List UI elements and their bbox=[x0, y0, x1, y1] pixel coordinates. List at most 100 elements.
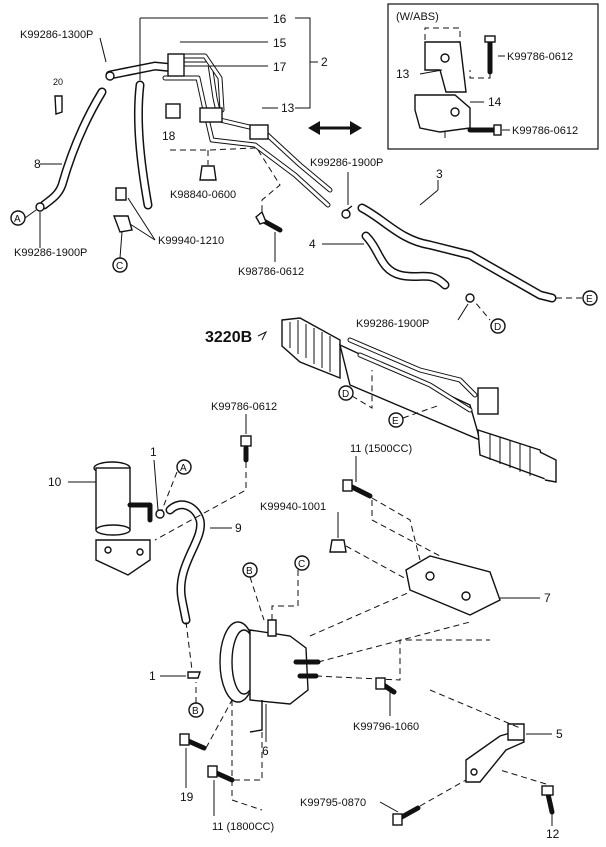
clip-20 bbox=[54, 95, 63, 115]
rack-boot-left bbox=[281, 317, 341, 380]
leader-k99940-a bbox=[127, 197, 156, 241]
pipe-clamp-top bbox=[167, 53, 185, 77]
connector-d-top bbox=[490, 318, 506, 334]
code-k99286-1300p: K99286-1300P bbox=[20, 29, 93, 41]
pipe-return bbox=[162, 75, 331, 208]
bracket-7 bbox=[405, 555, 501, 616]
abs-inset-frame bbox=[387, 3, 599, 150]
hose-3-inner bbox=[359, 205, 555, 301]
callout-15: 15 bbox=[273, 36, 287, 50]
connector-a-top-label: A bbox=[14, 214, 21, 225]
leader-k99940-b bbox=[129, 223, 156, 241]
connector-d-top-label: D bbox=[494, 322, 501, 333]
hose-vertical-inner bbox=[135, 82, 151, 208]
hose-4-inner bbox=[363, 233, 448, 288]
leader-1-upper bbox=[153, 459, 159, 511]
inset-bracket-13 bbox=[424, 41, 467, 93]
dash-pump-bracket-2 bbox=[317, 621, 471, 663]
rack-tube bbox=[338, 343, 482, 442]
callout-10: 10 bbox=[48, 475, 62, 489]
callout-20: 20 bbox=[53, 77, 63, 87]
callout-2: 2 bbox=[321, 55, 328, 69]
hose-8-inner bbox=[41, 89, 105, 208]
connector-e-top bbox=[582, 290, 598, 306]
rack-pipe-2-inner bbox=[358, 353, 472, 412]
connector-c-bottom bbox=[294, 555, 310, 571]
bolt-k99786-head-box bbox=[240, 435, 252, 447]
rack-pipe-1-inner bbox=[348, 338, 477, 397]
code-k99940-1210: K99940-1210 bbox=[158, 235, 224, 247]
dash-b-top bbox=[249, 576, 265, 621]
dash-pump-bracket-3 bbox=[315, 639, 490, 681]
leader-k99795 bbox=[379, 801, 399, 813]
bolt-k98786-head bbox=[255, 210, 267, 225]
pump-fitting-top bbox=[267, 619, 277, 637]
callout-17: 17 bbox=[273, 60, 287, 74]
pump-studs bbox=[293, 659, 321, 679]
code-k99286-1900p-left: K99286-1900P bbox=[14, 247, 87, 259]
clamp-top bbox=[105, 71, 115, 81]
clamp-1-upper bbox=[155, 509, 165, 519]
callout-12: 12 bbox=[546, 827, 560, 841]
dash-11-1800 bbox=[234, 708, 263, 781]
leader-k99286-1300p bbox=[99, 37, 107, 63]
leader-3-a bbox=[419, 189, 439, 206]
dash-mid bbox=[170, 147, 256, 151]
bolt-11-1800-head bbox=[207, 765, 218, 778]
connector-a-bottom-label: A bbox=[180, 463, 187, 474]
clip-k99940-top bbox=[115, 187, 127, 201]
leader-a-top bbox=[24, 209, 37, 219]
reservoir-10 bbox=[93, 461, 153, 576]
callout-3: 3 bbox=[436, 167, 443, 181]
pump-leg bbox=[249, 700, 263, 733]
bolt-12 bbox=[545, 791, 555, 815]
pipe-return-inner bbox=[163, 76, 330, 207]
connector-d-bottom bbox=[338, 385, 354, 401]
callout-13-inset: 13 bbox=[396, 67, 410, 81]
bracket-7-hole1 bbox=[425, 571, 435, 581]
reference-arrow bbox=[257, 330, 268, 341]
inset-bracket-outline bbox=[424, 27, 461, 43]
dash-e-bottom bbox=[402, 404, 441, 419]
reservoir-bracket-hole bbox=[104, 546, 112, 554]
code-k99286-1900p-mid: K99286-1900P bbox=[356, 318, 429, 330]
bolt-k99795-head bbox=[392, 813, 403, 826]
rack-boot-left-ribs bbox=[289, 320, 331, 372]
dash-12 bbox=[499, 769, 547, 785]
inset-arrow-right bbox=[350, 121, 362, 135]
clamp-1-lower bbox=[187, 671, 201, 679]
callout-4: 4 bbox=[309, 237, 316, 251]
nut-k98840 bbox=[199, 165, 217, 181]
steering-rack bbox=[281, 317, 557, 483]
inset-dash-upper bbox=[469, 70, 491, 79]
dash-k99940-1001 bbox=[345, 545, 409, 581]
dash-19 bbox=[205, 699, 233, 749]
connector-b-bottom-label: B bbox=[192, 706, 199, 717]
bolt-11-1500 bbox=[347, 483, 373, 499]
rack-end bbox=[539, 451, 557, 483]
callout-14: 14 bbox=[488, 95, 502, 109]
callout-19: 19 bbox=[180, 790, 194, 804]
leader-c-top bbox=[119, 231, 123, 259]
code-k99786-0612-upper: K99786-0612 bbox=[507, 51, 573, 63]
fitting-18 bbox=[165, 103, 181, 119]
dash-a-bottom bbox=[161, 471, 178, 511]
connector-e-bottom bbox=[388, 412, 404, 428]
connector-d-bottom-label: D bbox=[342, 389, 349, 400]
connector-e-bottom-label: E bbox=[392, 416, 399, 427]
dash-guide-1 bbox=[371, 500, 441, 557]
dash-hose9-bottom bbox=[185, 621, 193, 671]
connector-e-top-label: E bbox=[586, 294, 593, 305]
clip-k99940-bottom bbox=[112, 215, 133, 233]
reservoir-bracket bbox=[95, 539, 151, 576]
dash-k98786 bbox=[257, 149, 281, 215]
bolt-19-head bbox=[179, 733, 190, 746]
inset-bracket14-hole bbox=[450, 107, 460, 117]
clamp-mid-ring bbox=[341, 209, 351, 219]
code-11-1500cc: 11 (1500CC) bbox=[350, 443, 412, 455]
clamp-d bbox=[465, 293, 475, 303]
rack-boot-right bbox=[477, 429, 550, 482]
inset-arrow-left bbox=[308, 121, 320, 135]
